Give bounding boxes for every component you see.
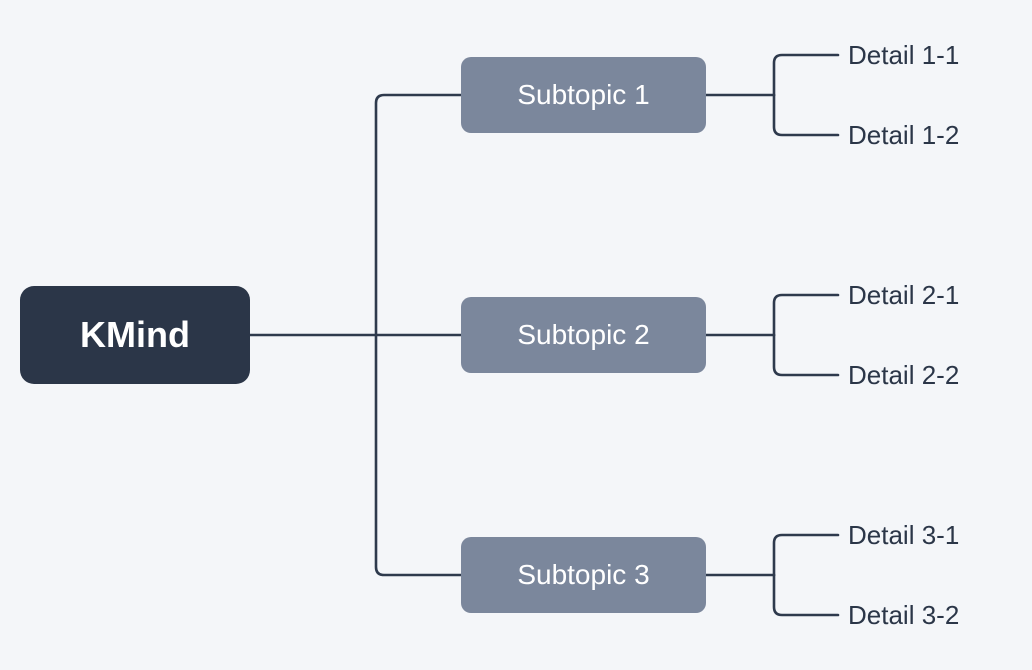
detail-node-2-1[interactable]: Detail 2-1 bbox=[848, 275, 959, 315]
connector-branch3-detail2 bbox=[772, 573, 840, 617]
detail-node-label: Detail 1-1 bbox=[848, 39, 960, 70]
detail-node-3-1[interactable]: Detail 3-1 bbox=[848, 515, 959, 555]
branch-node-subtopic-2[interactable]: Subtopic 2 bbox=[461, 297, 706, 373]
detail-node-3-2[interactable]: Detail 3-2 bbox=[848, 595, 959, 635]
root-node[interactable]: KMind bbox=[20, 286, 250, 384]
detail-node-1-1[interactable]: Detail 1-1 bbox=[848, 35, 959, 75]
detail-node-1-2[interactable]: Detail 1-2 bbox=[848, 115, 959, 155]
branch-node-subtopic-1[interactable]: Subtopic 1 bbox=[461, 57, 706, 133]
connector-branch1-detail2 bbox=[772, 93, 840, 137]
branch-node-label: Subtopic 2 bbox=[517, 319, 650, 350]
connector-branch3-detail1 bbox=[772, 533, 840, 577]
branch-node-label: Subtopic 3 bbox=[517, 559, 650, 590]
detail-node-2-2[interactable]: Detail 2-2 bbox=[848, 355, 959, 395]
connector-branch2-detail1 bbox=[772, 293, 840, 337]
connector-root-branch1 bbox=[374, 93, 463, 337]
detail-node-label: Detail 2-2 bbox=[848, 359, 960, 390]
branch-node-label: Subtopic 1 bbox=[517, 79, 650, 110]
connector-root-branch3 bbox=[374, 333, 463, 577]
detail-node-label: Detail 2-1 bbox=[848, 279, 960, 310]
root-node-label: KMind bbox=[80, 314, 190, 355]
detail-node-label: Detail 3-1 bbox=[848, 519, 960, 550]
detail-node-label: Detail 1-2 bbox=[848, 119, 960, 150]
connector-branch1-detail1 bbox=[772, 53, 840, 97]
branch-node-subtopic-3[interactable]: Subtopic 3 bbox=[461, 537, 706, 613]
connector-branch2-detail2 bbox=[772, 333, 840, 377]
detail-node-label: Detail 3-2 bbox=[848, 599, 960, 630]
